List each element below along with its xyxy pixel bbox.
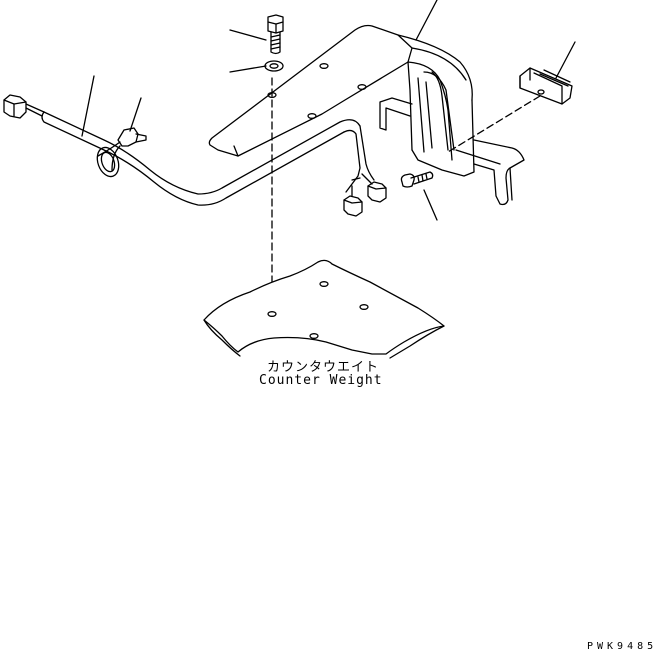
counterweight-label-jp: カウンタウエイト (267, 360, 380, 375)
washer-icon (265, 61, 283, 71)
bolt-icon (268, 15, 283, 54)
rubber-block-icon (520, 68, 572, 104)
counterweight-plate-icon (204, 260, 444, 358)
leader-lines (82, 0, 575, 220)
screw-icon (401, 172, 432, 187)
counterweight-label-en: Counter Weight (259, 373, 383, 388)
alignment-line-right (448, 96, 540, 152)
bracket-icon (209, 26, 524, 205)
drawing-code: PWK9485 (587, 641, 656, 652)
wiring-harness-icon (4, 95, 386, 216)
clamp-icon (93, 128, 146, 180)
